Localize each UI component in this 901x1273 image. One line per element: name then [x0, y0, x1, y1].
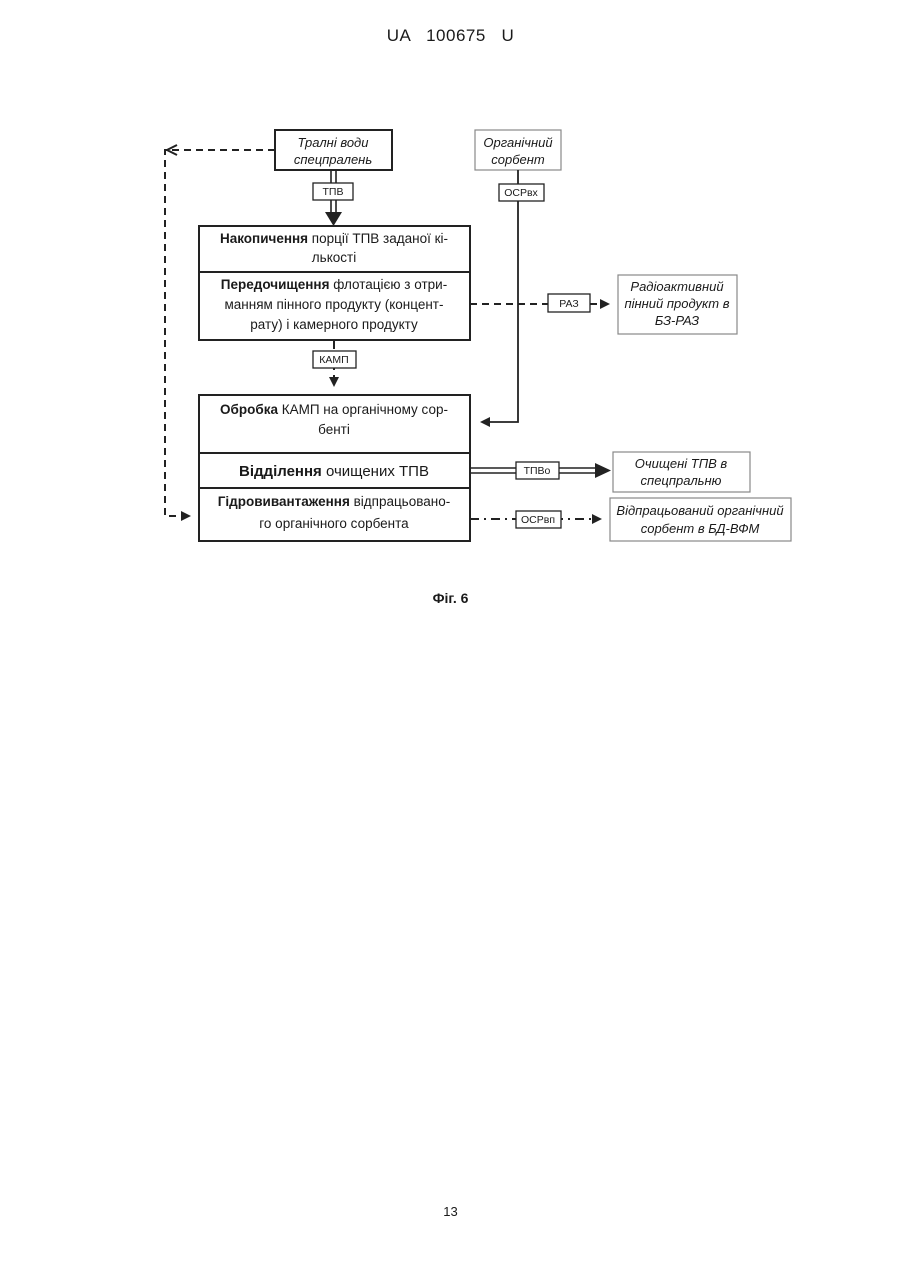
step-hydrounloading-text-2: го органічного сорбента — [259, 516, 409, 531]
svg-text:ОСРвп: ОСРвп — [521, 514, 555, 526]
label-tpv-out: ТПВо — [516, 462, 559, 479]
step-accumulation-text-1: порції ТПВ заданої кі- — [308, 231, 448, 246]
label-tpv: ТПВ — [313, 183, 353, 200]
source-wastewater-line2: спецпралень — [294, 152, 373, 167]
step-prepurification-keyword: Передочищення — [221, 277, 330, 292]
svg-text:Накопичення порції ТПВ заданої: Накопичення порції ТПВ заданої кі- — [220, 231, 448, 246]
output-radioactive-line1: Радіоактивний — [630, 279, 723, 294]
label-raz: РАЗ — [548, 294, 590, 312]
output-spent-sorbent-box: Відпрацьований органічний сорбент в БД-В… — [610, 498, 791, 541]
output-cleaned-line1: Очищені ТПВ в — [635, 456, 728, 471]
output-radioactive-line3: БЗ-РАЗ — [655, 313, 699, 328]
svg-text:ТПВ: ТПВ — [323, 186, 344, 198]
step-separation: Відділення очищених ТПВ — [239, 463, 429, 480]
output-spent-sorbent-line1: Відпрацьований органічний — [616, 503, 783, 518]
step-hydrounloading-text-1: відпрацьовано- — [350, 494, 450, 509]
step-hydrounloading-keyword: Гідровивантаження — [218, 494, 350, 509]
step-accumulation-keyword: Накопичення — [220, 231, 308, 246]
step-prepurification: Передочищення флотацією з отри- манням п… — [221, 277, 447, 332]
label-osr-in: ОСРвх — [499, 184, 544, 201]
page-number: 13 — [0, 1204, 901, 1219]
source-wastewater-line1: Тралні води — [298, 135, 369, 150]
label-kamp: КАМП — [313, 351, 356, 368]
step-treatment-text-1: КАМП на органічному сор- — [278, 402, 448, 417]
label-osr-spent: ОСРвп — [516, 511, 561, 528]
output-spent-sorbent-line2: сорбент в БД-ВФМ — [641, 521, 760, 536]
svg-text:КАМП: КАМП — [319, 354, 348, 366]
step-prepurification-text-3: рату) і камерного продукту — [250, 317, 418, 332]
process-flow-diagram: Тралні води спецпралень Органічний сорбе… — [0, 0, 901, 580]
flow-sorbent-to-treatment — [482, 170, 518, 422]
svg-text:РАЗ: РАЗ — [559, 298, 579, 310]
figure-caption: Фіг. 6 — [0, 590, 901, 606]
source-sorbent-line2: сорбент — [491, 152, 545, 167]
svg-text:ОСРвх: ОСРвх — [504, 187, 538, 199]
svg-text:ТПВо: ТПВо — [524, 465, 551, 477]
step-prepurification-text-2: манням пінного продукту (концент- — [225, 297, 444, 312]
output-radioactive-box: Радіоактивний пінний продукт в БЗ-РАЗ — [618, 275, 737, 334]
step-treatment-keyword: Обробка — [220, 402, 278, 417]
step-prepurification-text-1: флотацією з отри- — [329, 277, 447, 292]
source-sorbent-line1: Органічний — [483, 135, 552, 150]
svg-text:Обробка КАМП на органічному со: Обробка КАМП на органічному сор- — [220, 402, 448, 417]
step-separation-text-1: очищених ТПВ — [322, 463, 429, 480]
output-cleaned-box: Очищені ТПВ в спецпральню — [613, 452, 750, 492]
step-accumulation-text-2: лькості — [312, 250, 356, 265]
output-radioactive-line2: пінний продукт в — [624, 296, 729, 311]
step-separation-keyword: Відділення — [239, 463, 322, 480]
svg-text:Відділення очищених ТПВ: Відділення очищених ТПВ — [239, 463, 429, 480]
svg-text:Передочищення флотацією з отри: Передочищення флотацією з отри- — [221, 277, 447, 292]
step-treatment-text-2: бенті — [318, 422, 350, 437]
svg-text:Гідровивантаження відпрацьован: Гідровивантаження відпрацьовано- — [218, 494, 450, 509]
source-wastewater-box: Тралні води спецпралень — [275, 130, 392, 170]
source-sorbent-box: Органічний сорбент — [475, 130, 561, 170]
output-cleaned-line2: спецпральню — [641, 473, 722, 488]
